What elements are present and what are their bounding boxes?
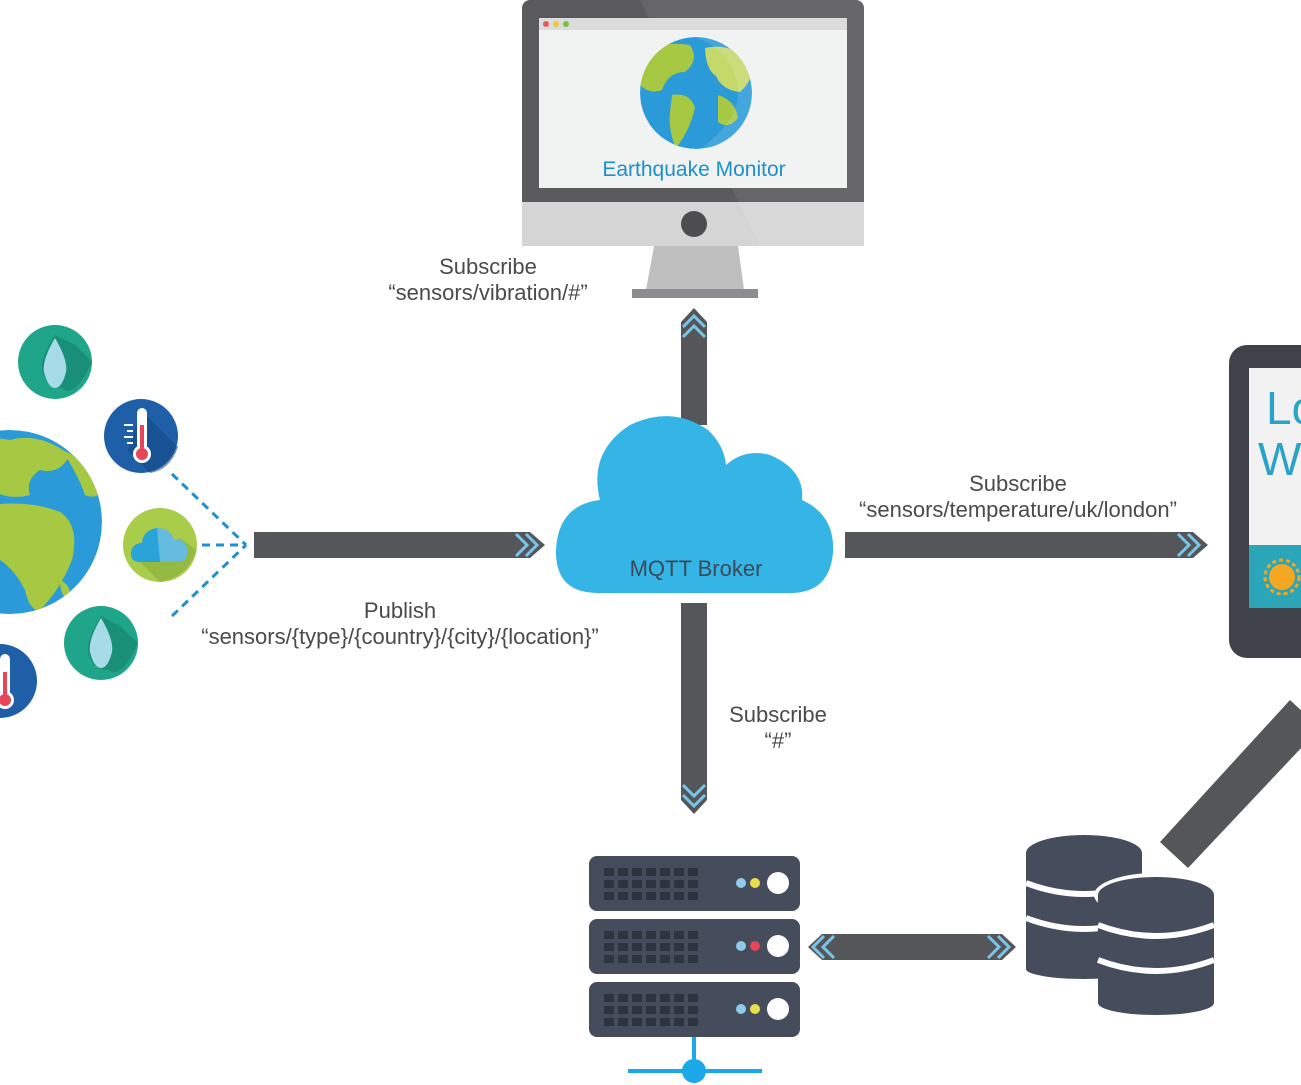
monitor-stand [646, 246, 744, 290]
monitor-power-button [681, 211, 707, 237]
publish-line1: Publish [364, 598, 436, 623]
browser-close-dot [543, 21, 549, 27]
arrow-database-to-tablet [1160, 700, 1301, 868]
monitor-title: Earthquake Monitor [602, 158, 785, 181]
thermometer-icon [0, 644, 37, 718]
water-drop-icon [18, 325, 92, 399]
server-unit [589, 919, 800, 974]
label-publish: Publish “sensors/{type}/{country}/{city}… [201, 598, 598, 649]
broker-label: MQTT Broker [630, 556, 763, 581]
server-rack-icon [589, 856, 800, 1083]
arrow-broker-to-server [681, 603, 707, 814]
mqtt-broker-cloud: MQTT Broker [555, 416, 834, 593]
subscribe-all-line2: “#” [765, 728, 792, 753]
server-unit [589, 982, 800, 1037]
globe-icon [0, 430, 102, 614]
subscribe-all-line1: Subscribe [729, 702, 827, 727]
weather-cloud-icon [123, 508, 197, 582]
subscribe-vibration-line1: Subscribe [439, 254, 537, 279]
monitor-stand-base [632, 289, 758, 298]
sun-icon [1263, 558, 1301, 596]
monitor-globe-icon [640, 37, 752, 149]
water-drop-icon [64, 606, 138, 680]
publish-line2: “sensors/{type}/{country}/{city}/{locati… [201, 624, 598, 649]
monitor: Earthquake Monitor [522, 0, 864, 298]
tablet: Lo W [1229, 345, 1301, 658]
arrow-server-database [808, 934, 1016, 960]
arrow-broker-to-monitor [681, 308, 707, 425]
server-unit [589, 856, 800, 911]
browser-bar [539, 18, 847, 30]
subscribe-vibration-line2: “sensors/vibration/#” [388, 280, 587, 305]
network-connector-icon [628, 1037, 762, 1083]
cloud-icon [555, 416, 834, 593]
browser-max-dot [563, 21, 569, 27]
label-subscribe-vibration: Subscribe “sensors/vibration/#” [388, 254, 587, 305]
database-cylinder-front [1094, 873, 1218, 1015]
label-subscribe-all: Subscribe “#” [729, 702, 827, 753]
arrow-sensors-to-broker [254, 532, 545, 558]
database-icon [1024, 835, 1218, 1015]
thermometer-icon [104, 399, 178, 473]
browser-min-dot [553, 21, 559, 27]
tablet-text-line2: W [1258, 433, 1301, 485]
arrow-broker-to-tablet [845, 532, 1208, 558]
subscribe-temperature-line2: “sensors/temperature/uk/london” [859, 497, 1177, 522]
sensor-connectors [170, 472, 248, 618]
subscribe-temperature-line1: Subscribe [969, 471, 1067, 496]
label-subscribe-temperature: Subscribe “sensors/temperature/uk/london… [859, 471, 1177, 522]
tablet-text-line1: Lo [1266, 382, 1301, 434]
